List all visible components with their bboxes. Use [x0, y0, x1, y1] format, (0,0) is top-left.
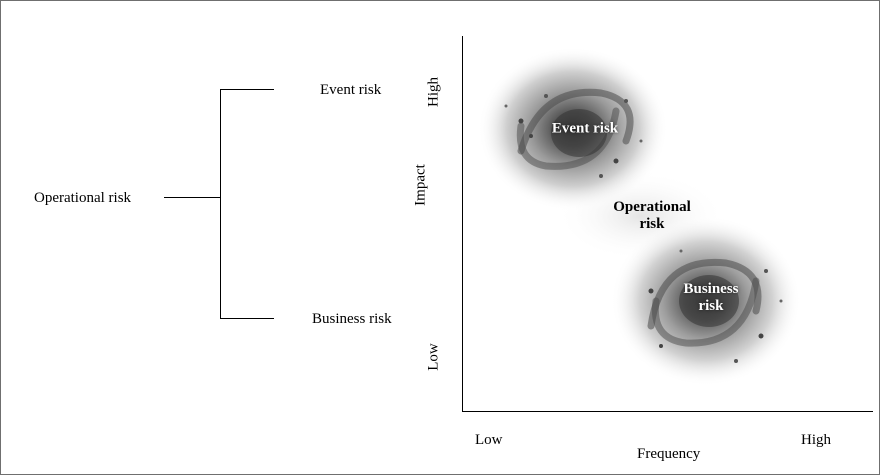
tree-event-risk-label: Event risk — [320, 82, 382, 98]
event-risk-cluster — [478, 47, 668, 211]
event-risk-cluster-text: Event risk — [551, 120, 619, 137]
business-risk-cluster-label: Business risk — [683, 281, 738, 315]
tree-business-risk-label: Business risk — [312, 311, 392, 327]
operational-risk-line1: Operational — [613, 199, 691, 215]
tree-root-label: Operational risk — [34, 190, 132, 206]
x-axis-low-label: Low — [475, 432, 503, 448]
tree-top-branch — [220, 89, 274, 90]
x-axis-high-label: High — [801, 432, 831, 448]
y-axis-high-label: High — [425, 77, 442, 107]
x-axis-title: Frequency — [637, 446, 701, 462]
x-axis — [462, 411, 873, 412]
business-risk-cluster — [611, 216, 801, 386]
y-axis — [462, 36, 463, 412]
tree-vertical-bracket — [220, 89, 221, 318]
tree-bottom-branch — [220, 318, 274, 319]
operational-risk-line2: risk — [639, 216, 665, 232]
event-risk-cluster-label: Event risk — [552, 121, 618, 138]
y-axis-low-label: Low — [425, 343, 442, 371]
business-risk-line1: Business — [683, 281, 739, 297]
y-axis-title: Impact — [412, 164, 429, 206]
operational-risk-cluster-label: Operational risk — [613, 199, 691, 233]
tree-root-connector — [164, 197, 220, 198]
business-risk-line2: risk — [698, 298, 724, 314]
